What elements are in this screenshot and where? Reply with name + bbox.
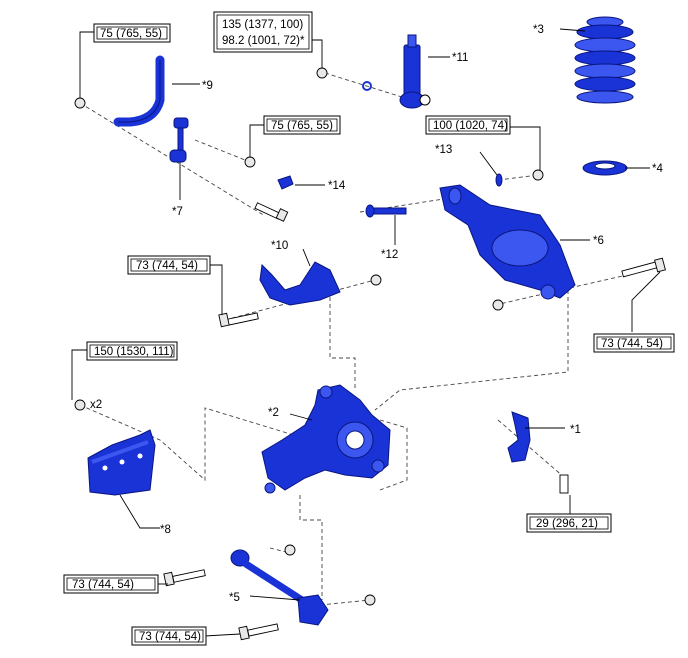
bracket-1 [507, 411, 569, 494]
nut-icon [316, 67, 328, 79]
shock-absorber [316, 34, 431, 109]
nut-icon [532, 169, 544, 181]
stabilizer-bar [74, 55, 165, 127]
callout-7: *7 [172, 206, 183, 218]
nut-14 [277, 175, 294, 190]
torque-value: 29 (296, 21) [536, 518, 598, 530]
arm-bolt [621, 257, 666, 278]
stabilizer-link [169, 117, 256, 168]
coil-spring [574, 16, 636, 104]
torque-box-3: 75 (765, 55) [263, 115, 341, 135]
callout-2: *2 [268, 407, 279, 419]
callout-3: *3 [533, 24, 544, 36]
lower-control-arm [439, 184, 576, 311]
leader-lines [71, 28, 661, 637]
callout-4: *4 [652, 163, 663, 175]
nut-icon [284, 544, 296, 556]
cam-bolt [365, 204, 407, 218]
torque-value: 75 (765, 55) [271, 120, 333, 132]
cam-washer [495, 169, 544, 187]
nut-icon [74, 97, 86, 109]
torque-value: 135 (1377, 100) [222, 19, 303, 31]
lateral-arm [163, 544, 376, 641]
torque-value: 73 (744, 54) [139, 631, 201, 643]
torque-box-4: 100 (1020, 74) [425, 115, 511, 135]
nut-icon [492, 299, 504, 311]
torque-value: 73 (744, 54) [136, 260, 198, 272]
torque-box-6: 73 (744, 54) [593, 333, 675, 353]
torque-value: 73 (744, 54) [601, 338, 663, 350]
nut-icon [364, 594, 376, 606]
torque-box-8: 29 (296, 21) [526, 513, 612, 533]
nut-icon [244, 156, 256, 168]
torque-value: 75 (765, 55) [100, 28, 162, 40]
torque-box-10: 73 (744, 54) [131, 626, 207, 646]
nut-icon [370, 274, 382, 286]
callout-14: *14 [328, 180, 346, 192]
torque-box-5: 73 (744, 54) [127, 255, 211, 275]
torque-value: 73 (744, 54) [72, 579, 134, 591]
bracket-10 [218, 261, 382, 328]
callout-6: *6 [593, 235, 604, 247]
callout-9: *9 [202, 80, 213, 92]
torque-box-1: 75 (765, 55) [93, 23, 171, 43]
callout-5: *5 [229, 592, 240, 604]
torque-box-9: 73 (744, 54) [63, 574, 159, 594]
crossmember [74, 399, 156, 496]
rear-axle-carrier [261, 384, 391, 494]
callout-13: *13 [435, 144, 452, 156]
spring-seat [582, 160, 628, 176]
torque-value: 98.2 (1001, 72)* [222, 35, 305, 47]
torque-value: 100 (1020, 74) [433, 120, 508, 132]
callout-11: *11 [452, 52, 468, 64]
part-callouts: *1 *2 *3 *4 *5 *6 *7 *8 *9 *10 *11 *12 *… [90, 24, 663, 604]
quantity-note: x2 [90, 399, 102, 411]
long-bolt [254, 202, 289, 222]
torque-value: 150 (1530, 111) [94, 346, 174, 358]
nut-icon [74, 399, 86, 411]
callout-1: *1 [570, 424, 581, 436]
torque-box-7: 150 (1530, 111) [86, 341, 178, 361]
washer-icon [362, 81, 372, 91]
torque-box-2: 135 (1377, 100) 98.2 (1001, 72)* [213, 11, 313, 53]
callout-8: *8 [160, 524, 171, 536]
callout-12: *12 [381, 249, 398, 261]
callout-10: *10 [271, 240, 288, 252]
